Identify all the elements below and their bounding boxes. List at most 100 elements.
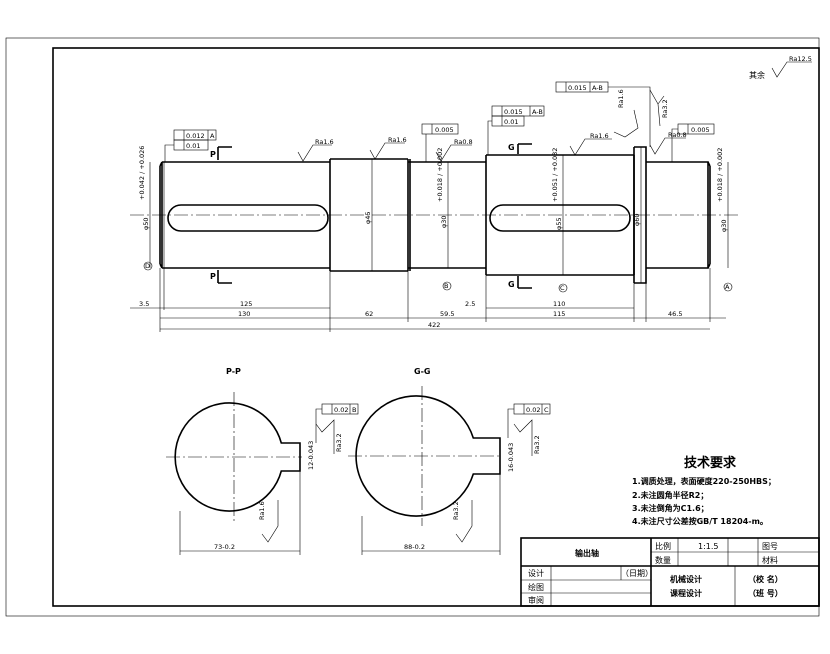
roughness-r5: Ra1.6 (617, 89, 625, 108)
tb-no-label: 图号 (762, 542, 778, 551)
shaft-left-end (159, 161, 163, 269)
title-block: 输出轴 比例 1:1.5 图号 数量 材料 设计 （日期） 绘图 审阅 机械设计… (520, 537, 820, 607)
datum-a: A (725, 283, 730, 291)
outer-frame (5, 37, 820, 617)
section-p-view: P-P 73-0.2 12-0.043 0.02 B Ra3.2 Ra1.6 (166, 367, 359, 555)
roughness-r3: Ra0.8 (454, 138, 473, 146)
dim-l-130: 130 (238, 310, 250, 318)
tb-draw-label: 绘图 (528, 582, 544, 592)
tol-left-cyl: 0.01 (186, 142, 200, 150)
section-g-roughness-r9: Ra3.2 (533, 435, 541, 454)
section-p-roughness-r10: Ra1.6 (258, 501, 266, 520)
section-mark-p-top: P (210, 150, 216, 159)
datum-c: C (560, 284, 565, 292)
tb-scale-value: 1:1.5 (698, 542, 719, 551)
tol-frame-left: 0.012 A 0.01 (164, 129, 217, 162)
inner-frame (52, 47, 820, 607)
tol-bearing-cyl: 0.005 (435, 126, 454, 134)
dim-l-35: 3.5 (139, 300, 149, 308)
dim-d-bearing: φ30 (440, 215, 448, 228)
tb-date-label: （日期） (621, 569, 653, 578)
rest-note: 其余 (749, 70, 765, 80)
tol-frame-shoulder: 0.015 A-B (555, 81, 651, 147)
dim-d-right-tol: +0.018 / +0.002 (716, 148, 724, 202)
tol-gear-runout-ref: A-B (532, 108, 543, 116)
dim-d-left: φ50 (142, 217, 150, 230)
dim-d-collar: φ60 (633, 213, 641, 226)
section-p-body (174, 402, 301, 512)
datum-b: B (444, 282, 448, 290)
roughness-r2: Ra1.6 (388, 136, 407, 144)
shaft-seg-1 (162, 161, 330, 269)
tol-left-runout: 0.012 (186, 132, 205, 140)
keyway-right (489, 204, 631, 232)
tech-title: 技术要求 (684, 455, 737, 471)
tech-item-1: 1.调质处理，表面硬度220-250HBS； (632, 476, 776, 487)
tb-class: （班 号） (748, 588, 783, 598)
tol-left-runout-ref: A (210, 132, 215, 140)
datum-d: D (145, 262, 150, 270)
section-p-depth: 73-0.2 (214, 543, 235, 551)
tb-part-name: 输出轴 (575, 548, 599, 558)
section-mark-p-bottom: P (210, 272, 216, 281)
tol-shoulder-runout-ref: A-B (592, 84, 603, 92)
tol-shoulder-runout: 0.015 (568, 84, 587, 92)
tol-right-cyl: 0.005 (691, 126, 710, 134)
roughness-r6: Ra0.8 (668, 131, 687, 139)
tech-item-3: 3.未注倒角为C1.6； (632, 503, 709, 514)
dim-l-465: 46.5 (668, 310, 682, 318)
tb-course-2: 课程设计 (670, 588, 702, 598)
roughness-r1: Ra1.6 (315, 138, 334, 146)
tb-design-label: 设计 (528, 568, 544, 578)
technical-requirements: 技术要求 1.调质处理，表面硬度220-250HBS； 2.未注圆角半径R2； … (632, 455, 776, 526)
tb-review-label: 审阅 (528, 595, 544, 605)
dim-d-step: φ45 (364, 211, 372, 224)
shaft-collar (633, 146, 647, 284)
dim-l-422: 422 (428, 321, 440, 329)
tb-material-label: 材料 (762, 555, 778, 565)
keyway-left (167, 204, 329, 232)
section-p-sym-ref: B (352, 406, 356, 414)
tb-qty-label: 数量 (655, 555, 671, 565)
section-p-width: 12-0.043 (307, 441, 315, 470)
roughness-r4: Ra1.6 (590, 132, 609, 140)
dim-d-gear: φ55 (555, 217, 563, 230)
section-mark-g-bottom: G (508, 280, 515, 289)
section-p-title: P-P (226, 367, 241, 376)
dim-l-62: 62 (365, 310, 373, 318)
section-p-sym: 0.02 (334, 406, 348, 414)
section-g-sym: 0.02 (526, 406, 540, 414)
tb-course-1: 机械设计 (670, 574, 702, 584)
rest-roughness: 其余 Ra12.5 (749, 55, 812, 80)
dim-l-115: 115 (553, 310, 565, 318)
section-p-roughness-r8: Ra3.2 (335, 433, 343, 452)
section-g-roughness-r11: Ra3.2 (452, 501, 460, 520)
shaft-seg-2 (329, 158, 409, 272)
section-g-title: G-G (414, 367, 430, 376)
shaft-seg-3 (408, 159, 486, 271)
section-g-body (355, 395, 501, 517)
dim-l-110: 110 (553, 300, 565, 308)
tech-item-4: 4.未注尺寸公差按GB/T 18204-m。 (632, 516, 768, 526)
tol-frame-bearing: 0.005 (421, 123, 459, 162)
tol-gear-cyl: 0.01 (504, 118, 518, 126)
roughness-r7: Ra3.2 (661, 99, 669, 118)
rest-roughness-value: Ra12.5 (789, 55, 812, 63)
section-mark-g-top: G (508, 143, 515, 152)
tol-frame-right: 0.005 (671, 123, 715, 162)
dim-l-125: 125 (240, 300, 252, 308)
section-g-width: 16-0.043 (507, 443, 515, 472)
roughness-symbols: Ra1.6 Ra1.6 Ra0.8 Ra1.6 Ra1.6 Ra0.8 Ra3.… (297, 89, 687, 162)
shaft-main-view: φ50 +0.042 / +0.026 φ45 φ30 +0.018 / +0.… (130, 81, 738, 332)
tech-item-2: 2.未注圆角半径R2； (632, 490, 708, 501)
section-g-view: G-G 88-0.2 16-0.043 0.02 C Ra3.2 Ra3.2 (348, 367, 551, 555)
tb-school: （校 名） (748, 574, 783, 584)
dim-l-595: 59.5 (440, 310, 454, 318)
dim-d-right: φ30 (720, 219, 728, 232)
tol-frame-gear: 0.015 A-B 0.01 (487, 105, 545, 155)
section-g-depth: 88-0.2 (404, 543, 425, 551)
dim-d-bearing-tol: +0.018 / +0.002 (436, 148, 444, 202)
tb-scale-label: 比例 (655, 541, 671, 551)
shaft-seg-4 (485, 154, 635, 276)
